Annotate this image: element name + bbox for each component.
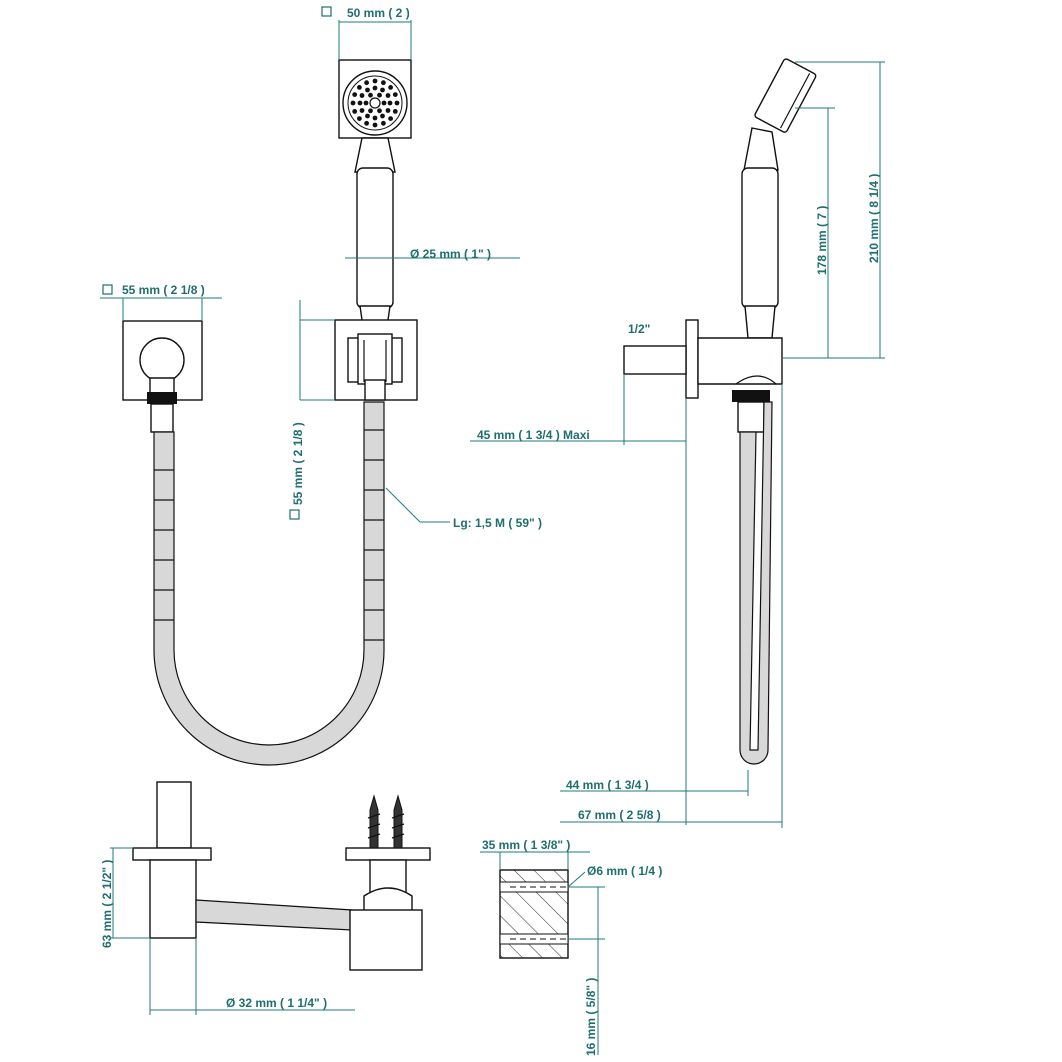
nozzle-dot	[372, 122, 378, 128]
front-view-hand-shower	[122, 59, 418, 766]
handle-diameter-label: Ø 25 mm ( 1" )	[410, 247, 491, 261]
nozzle-dot	[377, 92, 382, 98]
outlet-square-label: 55 mm ( 2 1/8 )	[122, 283, 205, 297]
side-shower-head	[754, 58, 817, 133]
nozzle-dot	[392, 92, 398, 97]
nozzle-dot	[392, 109, 398, 114]
nozzle-dot	[357, 100, 363, 106]
nozzle-dot	[388, 85, 393, 90]
nozzle-dot	[381, 100, 387, 106]
nozzle-dot	[380, 87, 385, 93]
nozzle-dot	[359, 108, 365, 113]
square-icon	[289, 509, 300, 520]
handle-body	[356, 167, 394, 309]
side-view-dimensions: 178 mm ( 7 ) 210 mm ( 8 1/4 ) 1/2" 45 mm…	[470, 61, 885, 828]
screw-icon	[367, 794, 405, 849]
nozzle-dots	[350, 78, 400, 128]
nozzle-dot	[365, 87, 370, 93]
hole-diameter-label: Ø6 mm ( 1/4 )	[587, 864, 662, 878]
front-view-dimensions: 50 mm ( 2 ) Ø 25 mm ( 1" ) 55 mm ( 2 1/8…	[100, 6, 542, 530]
total-height-label: 210 mm ( 8 1/4 )	[867, 174, 881, 263]
nozzle-dot	[368, 108, 373, 114]
top-view-pipe	[156, 781, 192, 849]
nozzle-dot	[394, 100, 400, 106]
hose	[153, 401, 385, 766]
hole-offset-label: 16 mm ( 5/8" )	[584, 978, 598, 1056]
nozzle-dot	[365, 113, 370, 119]
nozzle-dot	[368, 92, 373, 98]
nozzle-dot	[364, 120, 369, 126]
outlet-diameter-label: Ø 32 mm ( 1 1/4" )	[226, 996, 327, 1010]
nozzle-dot	[357, 116, 362, 121]
nozzle-dot	[352, 92, 358, 97]
thread-label: 1/2"	[628, 322, 650, 336]
hose-length-label: Lg: 1,5 M ( 59" )	[453, 516, 542, 530]
handle-length-label: 178 mm ( 7 )	[815, 206, 829, 275]
holder-square-label: 55 mm ( 2 1/8 )	[291, 422, 305, 505]
outlet-height-label: 63 mm ( 2 1/2" )	[100, 860, 114, 948]
nozzle-dot	[385, 93, 391, 98]
total-depth-label: 67 mm ( 2 5/8 )	[578, 808, 661, 822]
nozzle-dot	[385, 108, 391, 113]
side-hose	[739, 401, 773, 765]
projection-label: 45 mm ( 1 3/4 ) Maxi	[477, 428, 590, 442]
block-width-label: 35 mm ( 1 3/8" )	[482, 838, 570, 852]
nozzle-dot	[372, 78, 378, 84]
wall-outlet-knob	[139, 337, 185, 383]
nozzle-dot	[380, 113, 385, 119]
side-wall-flange	[685, 319, 699, 399]
head-width-label: 50 mm ( 2 )	[347, 6, 410, 20]
nozzle-dot	[364, 80, 369, 86]
nozzle-dot	[359, 93, 365, 98]
square-icon	[102, 284, 113, 295]
holder-block-section	[499, 869, 569, 959]
side-handle	[741, 167, 779, 309]
nozzle-dot	[377, 108, 382, 114]
block-dimensions: 35 mm ( 1 3/8" ) Ø6 mm ( 1/4 ) 16 mm ( 5…	[480, 838, 662, 1056]
nozzle-dot	[352, 109, 358, 114]
nozzle-dot	[381, 80, 386, 86]
holder-depth-label: 44 mm ( 1 3/4 )	[566, 778, 649, 792]
nozzle-dot	[372, 85, 378, 91]
nozzle-dot	[357, 85, 362, 90]
square-icon	[321, 6, 332, 17]
nozzle-dot	[363, 100, 369, 106]
nozzle-dot	[350, 100, 356, 106]
top-view-dimensions: 63 mm ( 2 1/2" ) Ø 32 mm ( 1 1/4" )	[100, 847, 355, 1015]
side-threaded-pipe	[623, 345, 687, 375]
nozzle-dot	[381, 120, 386, 126]
nozzle-dot	[388, 116, 393, 121]
nozzle-dot	[372, 115, 378, 121]
nozzle-dot	[387, 100, 393, 106]
top-view-assembly	[132, 781, 431, 971]
side-view	[623, 58, 817, 765]
top-view-holder-block	[349, 909, 423, 971]
outlet-nut	[147, 392, 177, 404]
